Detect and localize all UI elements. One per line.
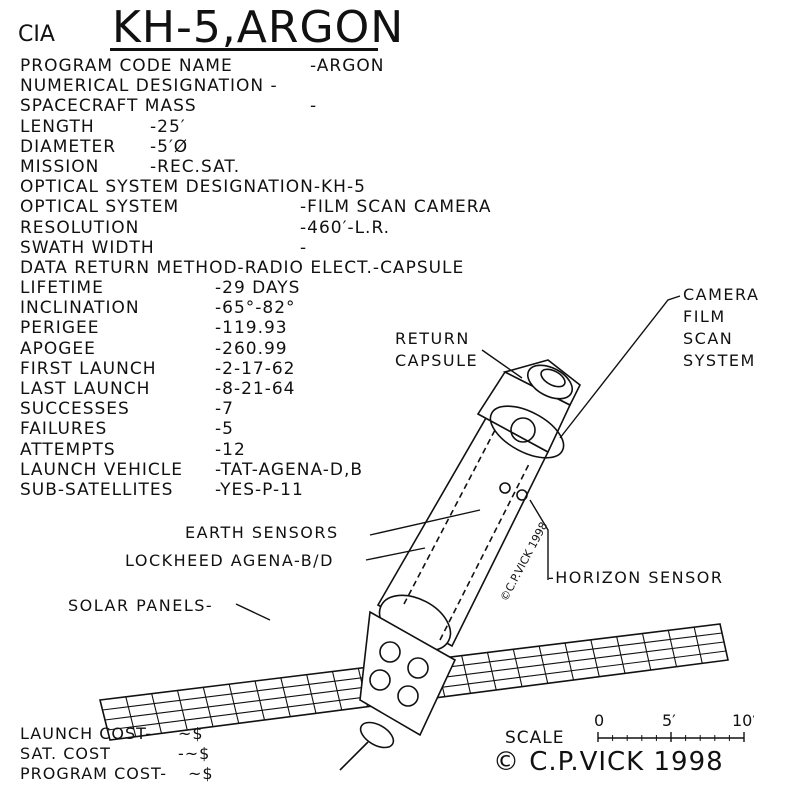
spec-label: SPACECRAFT MASS	[20, 96, 197, 117]
spec-value: -	[300, 237, 308, 258]
spec-value: -ARGON	[310, 56, 385, 76]
spec-label: SUCCESSES	[20, 399, 130, 420]
scale-tick-0: 0	[594, 712, 604, 730]
spec-label: OPTICAL SYSTEM	[20, 197, 180, 218]
spec-label: FAILURES	[20, 419, 108, 440]
scale-bar: 0 5′ 10′	[594, 712, 754, 742]
spec-label: ATTEMPTS	[20, 439, 116, 460]
label-earth-sensors: EARTH SENSORS	[185, 523, 339, 542]
cost-value: ~$	[188, 764, 214, 783]
spec-label: NUMERICAL DESIGNATION -	[20, 76, 278, 97]
label-camera-film-scan-system: CAMERA FILM SCAN SYSTEM	[683, 285, 760, 370]
spec-value: -260.99	[215, 338, 288, 359]
return-capsule	[502, 359, 582, 407]
spec-label: LIFETIME	[20, 278, 104, 299]
scale-label: SCALE	[505, 728, 565, 748]
label-return-capsule: RETURN CAPSULE	[395, 329, 479, 370]
spec-value: -FILM SCAN CAMERA	[300, 197, 492, 218]
spec-value: -REC.SAT.	[150, 156, 241, 177]
copyright-credit: © C.P.VICK 1998	[493, 747, 724, 777]
spec-value: -119.93	[215, 318, 288, 339]
cost-value: -~$	[178, 744, 211, 763]
cost-value: ~$	[178, 724, 204, 743]
spec-value: -8-21-64	[215, 379, 296, 399]
engine-section	[339, 610, 457, 771]
cost-label: SAT. COST	[20, 744, 111, 763]
cost-label: LAUNCH COST-	[20, 724, 153, 743]
spec-value: -2-17-62	[215, 358, 296, 379]
spec-label: MISSION	[20, 156, 100, 177]
label-horizon-sensor: -HORIZON SENSOR	[548, 568, 724, 587]
spec-value: -65°-82°	[215, 298, 296, 319]
spec-label: DIAMETER	[20, 136, 117, 157]
spec-label: LENGTH	[20, 116, 95, 137]
spec-value: -12	[215, 439, 246, 460]
spec-value: -	[310, 96, 318, 117]
spec-label: SWATH WIDTH	[20, 237, 155, 258]
cost-label: PROGRAM COST-	[20, 764, 168, 783]
spec-label: APOGEE	[20, 338, 96, 359]
page-title: KH-5,ARGON	[112, 2, 405, 53]
agency-label: CIA	[18, 22, 55, 47]
spec-value: -29 DAYS	[215, 278, 301, 299]
scale-tick-10: 10′	[732, 712, 754, 730]
spec-label: FIRST LAUNCH	[20, 358, 157, 379]
agena-body	[376, 416, 550, 652]
spec-value: -5	[215, 419, 234, 440]
spec-label: LAST LAUNCH	[20, 379, 151, 399]
spec-value: -460′-L.R.	[300, 217, 391, 238]
spec-label: SUB-SATELLITES	[20, 479, 174, 500]
spec-label: PROGRAM CODE NAME	[20, 56, 233, 76]
spec-label: OPTICAL SYSTEM DESIGNATION-KH-5	[20, 177, 366, 198]
spec-label: PERIGEE	[20, 318, 100, 339]
spec-value: -5′Ø	[150, 136, 189, 157]
spec-value: -YES-P-11	[215, 479, 304, 500]
label-solar-panels: SOLAR PANELS-	[68, 596, 214, 615]
spec-label: LAUNCH VEHICLE	[20, 459, 183, 480]
spec-value: -25′	[150, 116, 186, 137]
spec-label: DATA RETURN METHOD-RADIO ELECT.-CAPSULE	[20, 257, 465, 278]
spec-label: INCLINATION	[20, 298, 140, 319]
spec-value: -TAT-AGENA-D,B	[215, 459, 364, 480]
label-lockheed-agena: LOCKHEED AGENA-B/D	[125, 551, 334, 570]
spec-label: RESOLUTION	[20, 217, 140, 238]
title-underline	[110, 48, 378, 51]
leader-lines	[235, 295, 681, 621]
scale-tick-5: 5′	[662, 712, 676, 730]
spec-value: -7	[215, 399, 234, 420]
